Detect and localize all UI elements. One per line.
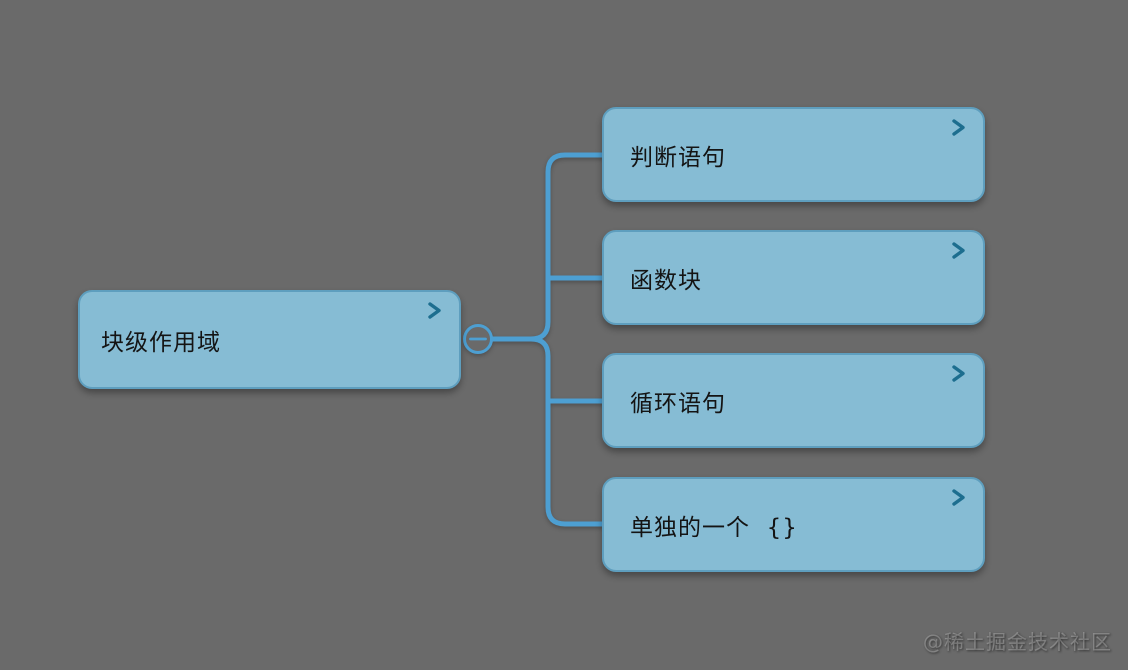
root-node[interactable]: 块级作用域 bbox=[78, 290, 461, 389]
child-node-4[interactable]: 单独的一个 {} bbox=[602, 477, 985, 572]
chevron-right-icon[interactable] bbox=[949, 488, 968, 507]
chevron-right-icon[interactable] bbox=[949, 241, 968, 260]
child-node-2-label: 函数块 bbox=[630, 267, 702, 294]
chevron-right-icon[interactable] bbox=[949, 118, 968, 137]
child-node-4-label: 单独的一个 {} bbox=[630, 514, 798, 541]
connector-root-to-child-4 bbox=[489, 336, 605, 527]
chevron-right-icon[interactable] bbox=[949, 364, 968, 383]
root-node-label: 块级作用域 bbox=[101, 329, 221, 356]
child-node-2[interactable]: 函数块 bbox=[602, 230, 985, 325]
watermark: @稀土掘金技术社区 bbox=[923, 630, 1112, 654]
child-node-1-label: 判断语句 bbox=[630, 144, 726, 171]
child-node-1[interactable]: 判断语句 bbox=[602, 107, 985, 202]
child-node-3[interactable]: 循环语句 bbox=[602, 353, 985, 448]
connector-root-to-child-1 bbox=[489, 152, 605, 342]
child-node-3-label: 循环语句 bbox=[630, 390, 726, 417]
collapse-button[interactable] bbox=[463, 324, 493, 354]
chevron-right-icon[interactable] bbox=[425, 301, 444, 320]
